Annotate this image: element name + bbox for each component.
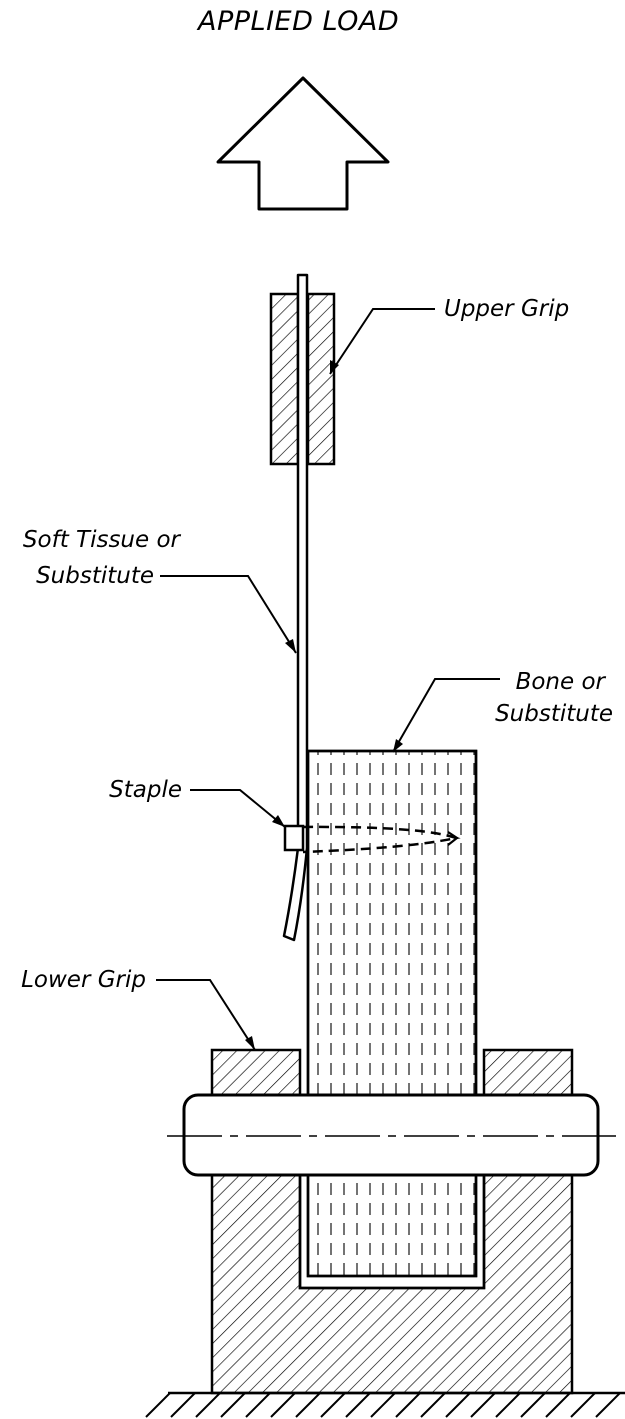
staple-head xyxy=(283,824,305,852)
bone-leader xyxy=(392,678,500,753)
cross-pin xyxy=(182,1093,600,1177)
bone-label-line2: Substitute xyxy=(495,701,613,727)
upper-grip-leader xyxy=(329,308,435,375)
soft-tissue-label-line1: Soft Tissue or xyxy=(22,527,180,553)
lower-grip-channel xyxy=(298,1175,486,1290)
applied-load-title: APPLIED LOAD xyxy=(198,6,400,37)
upper-grip-label: Upper Grip xyxy=(444,296,570,322)
applied-load-arrow xyxy=(216,76,390,211)
lower-grip-leader xyxy=(156,979,256,1051)
bone-label-line1: Bone or xyxy=(515,669,605,695)
lower-grip-label: Lower Grip xyxy=(21,967,146,993)
soft-tissue-leader xyxy=(160,575,297,654)
staple-leader xyxy=(190,789,286,828)
ground-hatch xyxy=(145,1392,621,1418)
soft-tissue-label-line2: Substitute xyxy=(36,563,154,589)
staple-tip xyxy=(447,831,459,846)
upper-grip-left xyxy=(269,292,300,466)
soft-tissue-strip xyxy=(282,273,309,942)
upper-grip-right xyxy=(306,292,336,466)
staple-label: Staple xyxy=(109,777,182,803)
lower-grip-jaw-left xyxy=(210,1048,302,1097)
lower-grip-jaw-right xyxy=(482,1048,574,1097)
